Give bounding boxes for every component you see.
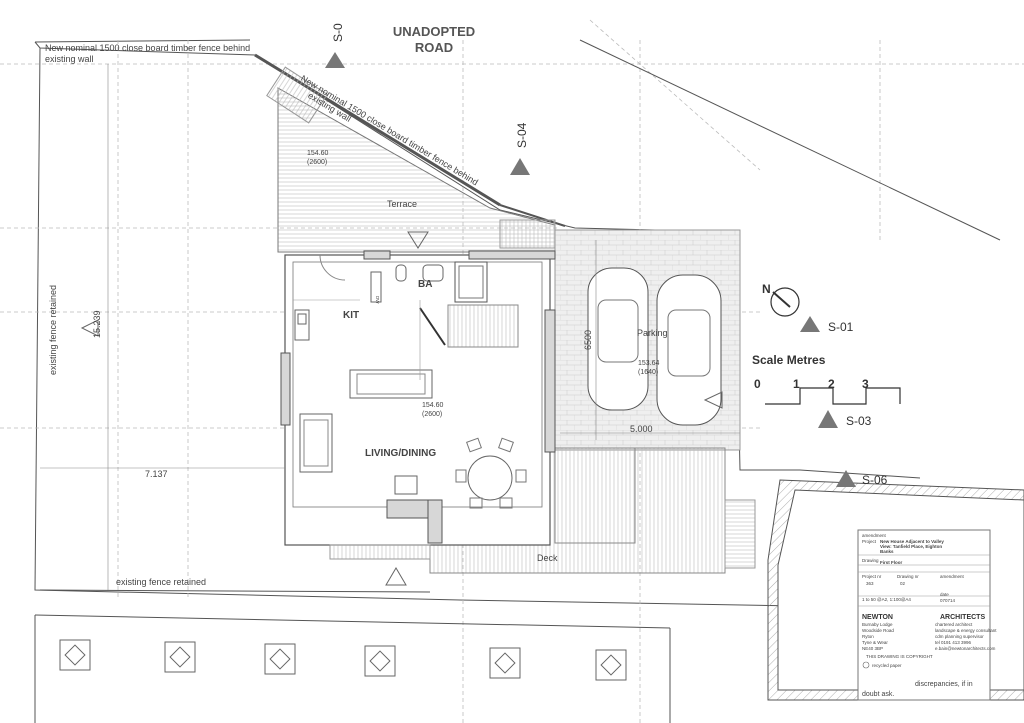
tb-recycled: recycled paper <box>872 663 902 668</box>
room-deck: Deck <box>537 553 558 563</box>
road-label-line1: UNADOPTED <box>393 24 475 39</box>
level-parking-sub: (1640) <box>638 369 658 376</box>
neighbour-window <box>164 641 196 673</box>
parked-cars <box>587 267 722 426</box>
scale-title: Scale Metres <box>752 353 826 367</box>
neighbour-window-diamond <box>169 646 191 668</box>
scale-tick-3: 3 <box>862 377 869 391</box>
section-label-s03: S-03 <box>846 414 872 428</box>
tb-project-line2: View: Tanfield Place, Eighton <box>880 544 942 549</box>
dimension-parking-width: 5.000 <box>630 424 653 434</box>
retained-bottom: existing fence retained <box>116 577 206 587</box>
road-label: UNADOPTED ROAD <box>393 24 475 55</box>
title-block-text: amendment Project New House Adjacent to … <box>862 533 997 698</box>
fence-note-top-line1: New nominal 1500 close board timber fenc… <box>45 43 250 53</box>
dimension-parking-length: 6500 <box>583 330 593 350</box>
tb-service-4: tel 0191 413 3996 <box>935 640 972 645</box>
tb-address-4: Tyne & Wear <box>862 640 888 645</box>
tb-drawing-label: Drawing <box>862 558 879 563</box>
tb-amendment-heading: amendment <box>862 533 887 538</box>
terrace-area <box>266 66 556 253</box>
tb-date-label: date <box>940 592 949 597</box>
dimension-left-height: 15.239 <box>92 310 102 338</box>
scale-tick-0: 0 <box>754 377 761 391</box>
fence-note-top-line2: existing wall <box>45 54 94 64</box>
tb-discrepancies-1: discrepancies, if in <box>915 681 973 688</box>
tb-firm-left: NEWTON <box>862 614 893 621</box>
tb-project-label: Project <box>862 539 877 544</box>
scale-bar <box>765 387 901 405</box>
neighbour-window <box>264 643 296 675</box>
neighbour-window <box>364 645 396 677</box>
tb-project-nr-label: Project nr <box>862 574 882 579</box>
section-markers <box>80 52 856 586</box>
section-label-s0x: S-0 <box>331 23 345 42</box>
neighbour-window-diamond <box>369 650 391 672</box>
interior-fixtures <box>293 254 527 509</box>
tb-drawing-value: First Floor <box>880 560 902 565</box>
room-bath: BA <box>418 279 432 290</box>
level-parking: 153.64 <box>638 360 660 367</box>
neighbour-window-diamond <box>269 648 291 670</box>
tb-copyright: THIS DRAWING IS COPYRIGHT <box>866 654 933 659</box>
tb-address-2: Woodside Road <box>862 628 894 633</box>
section-label-s04: S-04 <box>515 122 529 148</box>
tb-address-1: Burnaby Lodge <box>862 622 893 627</box>
level-living-sub: (2600) <box>422 411 442 418</box>
neighbour-window <box>489 647 521 679</box>
room-terrace: Terrace <box>387 199 417 209</box>
neighbour-window-diamond <box>64 644 86 666</box>
level-terrace-sub: (2600) <box>307 159 327 166</box>
room-dw: DW <box>375 296 380 304</box>
tb-drawing-nr-label: Drawing nr <box>897 574 919 579</box>
site-boundary <box>34 39 1024 611</box>
tb-amendment-label: amendment <box>940 574 965 579</box>
tb-discrepancies-2: doubt ask. <box>862 691 894 698</box>
neighbour-window <box>59 639 91 671</box>
room-parking: Parking <box>637 328 668 338</box>
tb-firm-right: ARCHITECTS <box>940 614 985 621</box>
dimension-lines <box>40 64 740 590</box>
north-arrow <box>770 287 800 317</box>
neighbour-window-diamond <box>600 654 622 676</box>
retained-left: existing fence retained <box>48 285 58 375</box>
steps <box>329 219 756 569</box>
scale-tick-1: 1 <box>793 377 800 391</box>
room-kitchen: KIT <box>343 310 359 321</box>
neighbour-window-diamond <box>494 652 516 674</box>
tb-service-3: cdm planning supervisor <box>935 634 984 639</box>
section-label-s01: S-01 <box>828 320 854 334</box>
tb-date-value: 070714 <box>940 598 956 603</box>
tb-address-3: Ryton <box>862 634 874 639</box>
walls <box>280 250 556 544</box>
section-label-s06: S-06 <box>862 473 888 487</box>
north-label: N <box>762 282 771 296</box>
level-terrace: 154.60 <box>307 150 329 157</box>
road-label-line2: ROAD <box>415 40 453 55</box>
title-block <box>857 529 991 701</box>
neighbour-houses <box>34 614 671 723</box>
recycle-icon <box>862 661 870 669</box>
neighbour-window <box>595 649 627 681</box>
tb-address-5: NE40 3BP <box>862 646 883 651</box>
level-living: 154.60 <box>422 402 444 409</box>
tb-project-line3: Banks <box>880 549 894 554</box>
dimension-width: 7.137 <box>145 469 168 479</box>
tb-scale-value: 1 to 50 @A2, 1:100@A4 <box>862 597 911 602</box>
tb-project-line1: New House Adjacent to Valley <box>880 539 944 544</box>
tb-drawing-nr-value: 02 <box>900 581 906 586</box>
room-living: LIVING/DINING <box>365 448 436 459</box>
tb-service-2: landscape & energy consultant <box>935 628 997 633</box>
tb-service-5: e.bain@newtonarchitects.com <box>935 646 996 651</box>
scale-tick-2: 2 <box>828 377 835 391</box>
tb-project-nr-value: 363 <box>866 581 874 586</box>
tb-service-1: chartered architect <box>935 622 973 627</box>
house-outline <box>284 254 551 546</box>
